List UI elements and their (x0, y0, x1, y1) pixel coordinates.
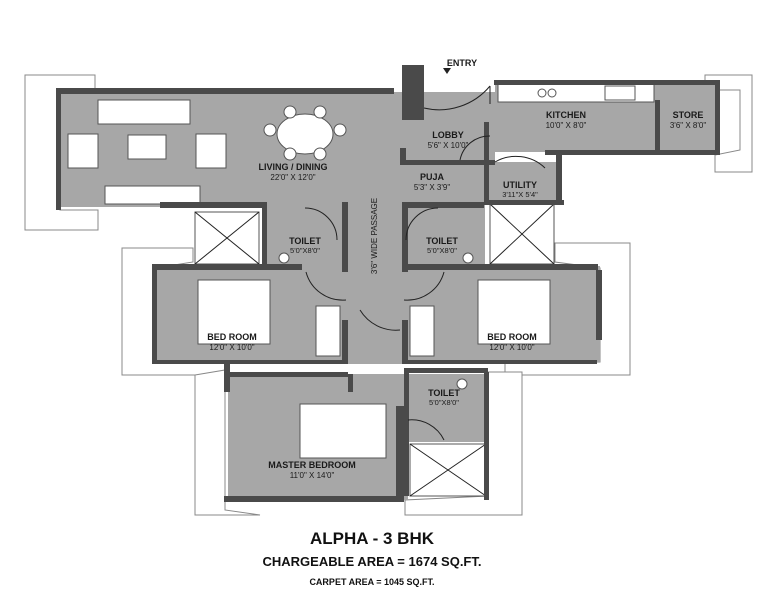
lobby-dims: 5'6" X 10'0" (428, 141, 469, 150)
entry-arrow (443, 68, 451, 74)
kitchen-dims: 10'0" X 8'0" (546, 121, 587, 130)
floor-puja-utility (400, 162, 560, 204)
wardrobe-right (409, 305, 435, 357)
entry-door (423, 85, 491, 111)
store-dims: 3'6" X 8'0" (670, 121, 706, 130)
floor-toilet-master (408, 374, 488, 442)
puja-name: PUJA (420, 172, 445, 182)
entry-label: ENTRY (447, 58, 477, 68)
store-name: STORE (673, 110, 704, 120)
toilet-right-door (405, 207, 439, 241)
toilet-right-dims: 5'0"X8'0" (427, 246, 457, 255)
toilet-left-dims: 5'0"X8'0" (290, 246, 320, 255)
puja-door (459, 135, 491, 161)
utility-door (494, 155, 546, 169)
wardrobe-left (315, 305, 341, 357)
carpet-area: CARPET AREA = 1045 SQ.FT. (309, 577, 434, 587)
kitchen-name: KITCHEN (546, 110, 586, 120)
floor-toilet-left (265, 204, 345, 266)
bed-left-name: BED ROOM (207, 332, 257, 342)
balconies (24, 74, 753, 516)
passage-label: 3'6" WIDE PASSAGE (370, 198, 379, 274)
bed-left-door (305, 271, 347, 301)
master-door (359, 309, 401, 331)
tv-unit (104, 185, 201, 205)
furniture (67, 83, 655, 459)
toilet-left-door (304, 207, 338, 241)
wc-master (456, 378, 468, 390)
master-name: MASTER BEDROOM (268, 460, 356, 470)
toilet-master-name: TOILET (428, 388, 460, 398)
bed-right-door (403, 271, 445, 301)
bed-right-name: BED ROOM (487, 332, 537, 342)
utility-name: UTILITY (503, 180, 537, 190)
plan-title: ALPHA - 3 BHK (310, 529, 435, 548)
puja-dims: 5'3" X 3'9" (414, 183, 450, 192)
chargeable-area: CHARGEABLE AREA = 1674 SQ.FT. (262, 554, 481, 569)
lobby-name: LOBBY (432, 130, 464, 140)
living-name: LIVING / DINING (258, 162, 327, 172)
toilet-right-name: TOILET (426, 236, 458, 246)
armchair-right (195, 133, 227, 169)
dining-table (276, 113, 334, 155)
wc-right (462, 252, 474, 264)
showers (194, 203, 555, 497)
floor-passage (345, 204, 405, 364)
coffee-table (127, 134, 167, 160)
sofa-back (97, 99, 191, 125)
living-dims: 22'0" X 12'0" (270, 173, 315, 182)
bed-right-dims: 12'0" X 10'0" (489, 343, 534, 352)
master-dims: 11'0" X 14'0" (290, 471, 335, 480)
wc-left (278, 252, 290, 264)
toilet-master-door (407, 419, 445, 441)
doors (304, 85, 546, 441)
walls (56, 65, 720, 502)
armchair-left (67, 133, 99, 169)
toilet-master-dims: 5'0"X8'0" (429, 398, 459, 407)
bed-left-dims: 12'0" X 10'0" (209, 343, 254, 352)
utility-dims: 3'11"X 5'4" (502, 190, 538, 199)
bed-left (197, 279, 271, 345)
toilet-left-name: TOILET (289, 236, 321, 246)
balcony-master (194, 369, 261, 516)
bed-right (477, 279, 551, 345)
bed-master (299, 403, 387, 459)
